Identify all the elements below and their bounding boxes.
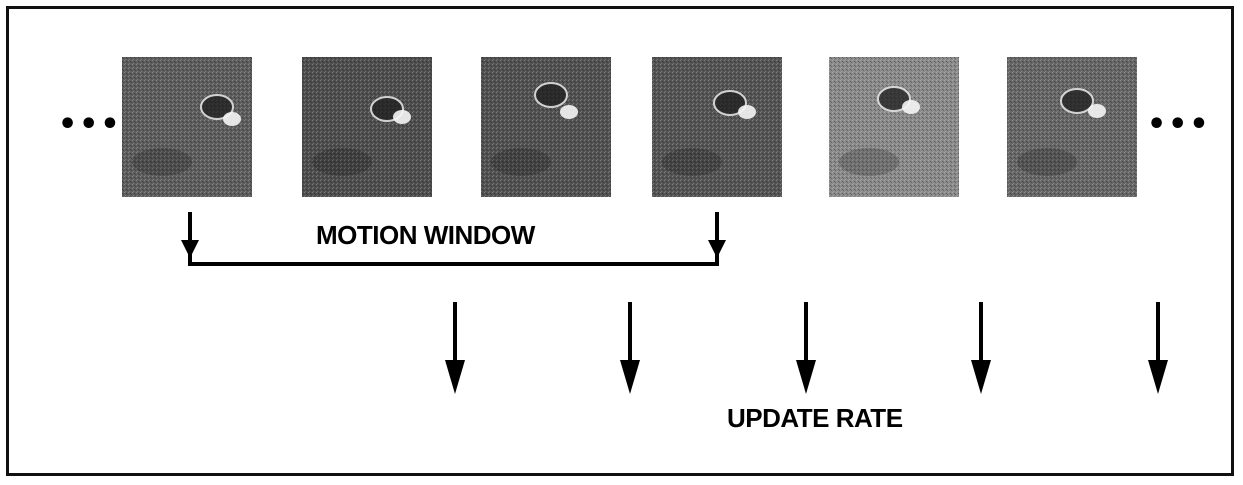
terrain-patch bbox=[662, 148, 722, 176]
motion-window-bracket bbox=[181, 212, 726, 266]
target-highlight bbox=[560, 105, 578, 119]
update-arrow-3 bbox=[796, 302, 816, 394]
terrain-patch bbox=[132, 148, 192, 176]
bracket-left-arrowhead bbox=[181, 240, 199, 258]
target-blob bbox=[1060, 88, 1094, 114]
update-rate-arrows bbox=[445, 302, 1168, 394]
video-frame-3 bbox=[481, 57, 611, 197]
right-ellipsis: ••• bbox=[1147, 107, 1211, 142]
frame-noise bbox=[1007, 57, 1137, 197]
motion-window-label: MOTION WINDOW bbox=[316, 220, 535, 250]
video-frame-2 bbox=[302, 57, 432, 197]
video-frame-4 bbox=[652, 57, 782, 197]
target-highlight bbox=[393, 110, 411, 124]
update-arrow-2 bbox=[620, 302, 640, 394]
update-arrow-5 bbox=[1148, 302, 1168, 394]
bracket-right-arrowhead bbox=[708, 240, 726, 258]
frame-noise bbox=[652, 57, 782, 197]
frame-noise bbox=[122, 57, 252, 197]
terrain-patch bbox=[491, 148, 551, 176]
frame-noise bbox=[302, 57, 432, 197]
left-ellipsis: ••• bbox=[58, 107, 122, 142]
frame-noise bbox=[481, 57, 611, 197]
target-highlight bbox=[223, 112, 241, 126]
frame-noise bbox=[829, 57, 959, 197]
update-arrow-4 bbox=[971, 302, 991, 394]
target-highlight bbox=[902, 100, 920, 114]
video-frame-6 bbox=[1007, 57, 1137, 197]
update-rate-label: UPDATE RATE bbox=[727, 403, 903, 433]
target-blob bbox=[713, 90, 747, 116]
target-highlight bbox=[1088, 104, 1106, 118]
terrain-patch bbox=[312, 148, 372, 176]
terrain-patch bbox=[1017, 148, 1077, 176]
target-blob bbox=[200, 94, 234, 120]
video-frame-5 bbox=[829, 57, 959, 197]
video-frames bbox=[122, 57, 1137, 197]
target-highlight bbox=[738, 105, 756, 119]
terrain-patch bbox=[839, 148, 899, 176]
target-blob bbox=[534, 82, 568, 108]
update-arrow-1 bbox=[445, 302, 465, 394]
target-blob bbox=[877, 86, 911, 112]
video-frame-1 bbox=[122, 57, 252, 197]
